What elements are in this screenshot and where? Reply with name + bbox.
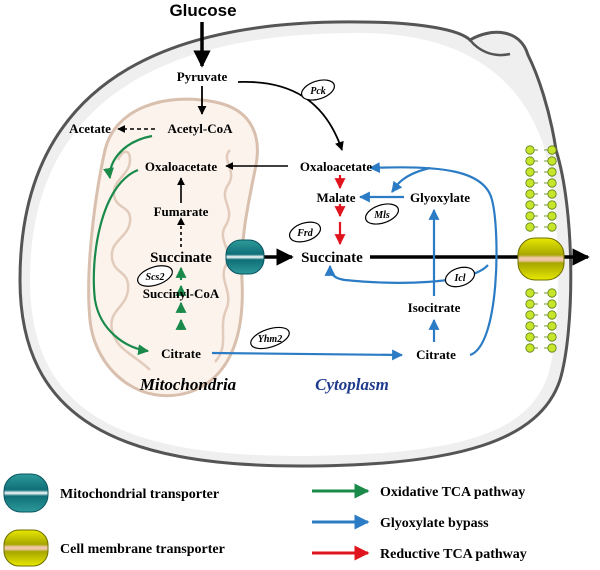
yhm2-badge: Yhm2 [250, 326, 290, 350]
succinyl-coa-label: Succinyl-CoA [143, 286, 220, 301]
cytoplasm-label: Cytoplasm [315, 375, 389, 394]
legend-mito-transporter-icon [3, 473, 49, 513]
svg-text:Glyoxylate bypass: Glyoxylate bypass [380, 516, 489, 531]
acetyl-coa-label: Acetyl-CoA [168, 121, 234, 136]
legend-glyoxylate: Glyoxylate bypass [312, 514, 489, 531]
scs2-badge: Scs2 [137, 265, 173, 287]
mls-badge: Mls [364, 203, 400, 225]
svg-text:Cell membrane transporter: Cell membrane transporter [60, 542, 225, 557]
svg-text:Mls: Mls [373, 210, 390, 221]
oxidative-tca-arrows [92, 134, 187, 356]
pyruvate-label: Pyruvate [177, 69, 228, 84]
succinate-cyto-label: Succinate [301, 250, 363, 266]
fumarate-label: Fumarate [154, 204, 209, 219]
svg-text:Reductive TCA pathway: Reductive TCA pathway [380, 547, 527, 562]
region-labels: Mitochondria Cytoplasm [139, 375, 389, 394]
svg-text:Oxidative TCA pathway: Oxidative TCA pathway [380, 485, 525, 500]
oxaloacetate-mito-label: Oxaloacetate [145, 159, 217, 174]
icl-badge: Icl [444, 266, 476, 288]
frd-badge: Frd [288, 221, 322, 243]
svg-text:Frd: Frd [296, 228, 314, 239]
svg-text:Icl: Icl [453, 273, 465, 284]
svg-text:Pck: Pck [310, 86, 326, 97]
glyoxylate-label: Glyoxylate [410, 190, 470, 205]
mitochondria-label: Mitochondria [139, 375, 237, 394]
citrate-mito-label: Citrate [161, 346, 201, 361]
svg-text:Scs2: Scs2 [146, 272, 165, 283]
isocitrate-label: Isocitrate [408, 300, 461, 315]
pck-badge: Pck [300, 79, 336, 101]
node-labels: Glucose Pyruvate Acetyl-CoA Acetate Oxal… [69, 1, 470, 362]
legend-membrane-transporter: Cell membrane transporter [3, 529, 225, 567]
legend-mito-transporter: Mitochondrial transporter [3, 473, 219, 513]
citrate-cyto-label: Citrate [416, 347, 456, 362]
legend-oxidative: Oxidative TCA pathway [312, 483, 525, 500]
legend-reductive: Reductive TCA pathway [312, 545, 527, 562]
svg-text:Yhm2: Yhm2 [258, 334, 282, 345]
acetate-label: Acetate [69, 121, 111, 136]
legend: Mitochondrial transporter Cell membrane … [3, 473, 527, 567]
succinate-mito-label: Succinate [150, 250, 212, 266]
glucose-label: Glucose [169, 1, 236, 20]
mitochondrial-transporter [225, 239, 265, 275]
legend-membrane-transporter-icon [3, 529, 49, 567]
oxaloacetate-cyto-label: Oxaloacetate [300, 159, 372, 174]
malate-label: Malate [317, 190, 356, 205]
enzyme-badges: Pck Mls Frd Scs2 Icl Yhm2 [137, 79, 476, 350]
cell-membrane-transporter [517, 145, 565, 353]
svg-text:Mitochondrial transporter: Mitochondrial transporter [60, 487, 219, 502]
